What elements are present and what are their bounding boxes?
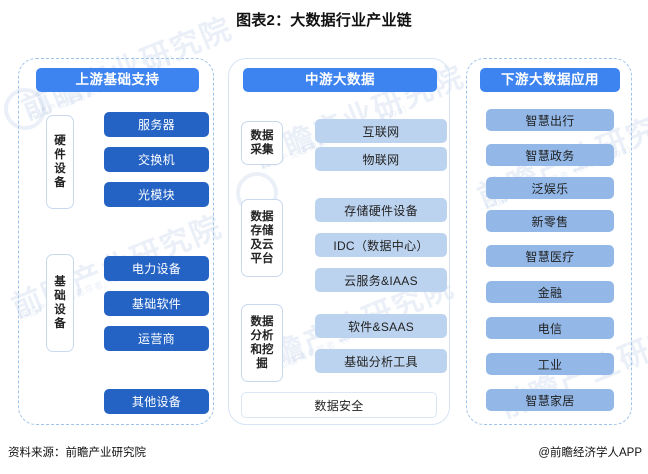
midstream-item-basic-analysis-tools[interactable]: 基础分析工具 [315,349,447,373]
group-label-hardware: 硬 件 设 备 [46,115,74,209]
group-label-data-analysis-mining: 数据 分析 和挖 掘 [241,304,283,382]
downstream-item-finance[interactable]: 金融 [486,281,614,303]
midstream-item-internet[interactable]: 互联网 [315,119,447,143]
midstream-header[interactable]: 中游大数据 [243,68,437,92]
upstream-item-basic-software[interactable]: 基础软件 [104,291,209,316]
group-label-text: 基 础 设 备 [54,276,66,330]
source-note: 资料来源：前瞻产业研究院 [8,447,146,459]
upstream-item-server[interactable]: 服务器 [104,112,209,137]
group-label-text: 数据 存储 及云 平台 [250,211,274,265]
credit-note: @前瞻经济学人APP [538,447,642,459]
upstream-item-switch[interactable]: 交换机 [104,147,209,172]
downstream-item-smart-home[interactable]: 智慧家居 [486,389,614,411]
page-title: 图表2：大数据行业产业链 [236,12,412,29]
diagram-canvas: 前瞻产业研究院 中国产业咨询领导者（0755-3399） 前瞻产业研究院 中国产… [0,12,648,430]
group-label-data-collection: 数据 采集 [241,121,283,165]
midstream-item-storage-hardware[interactable]: 存储硬件设备 [315,198,447,222]
group-label-text: 数据 分析 和挖 掘 [250,316,274,370]
midstream-item-cloud-iaas[interactable]: 云服务&IAAS [315,268,447,292]
upstream-item-power-equipment[interactable]: 电力设备 [104,256,209,281]
midstream-column: 中游大数据 数据 采集 互联网 物联网 数据 存储 及云 平台 存储硬件设备 I… [228,58,450,425]
midstream-item-idc[interactable]: IDC（数据中心） [315,233,447,257]
downstream-item-telecom[interactable]: 电信 [486,317,614,339]
group-label-text: 硬 件 设 备 [54,135,66,189]
downstream-item-new-retail[interactable]: 新零售 [486,210,614,232]
downstream-header[interactable]: 下游大数据应用 [480,68,620,92]
upstream-item-operator[interactable]: 运营商 [104,326,209,351]
midstream-item-data-security[interactable]: 数据安全 [241,392,437,418]
midstream-item-iot[interactable]: 物联网 [315,147,447,171]
group-label-infrastructure: 基 础 设 备 [46,254,74,352]
downstream-item-pan-entertainment[interactable]: 泛娱乐 [486,177,614,199]
downstream-item-smart-healthcare[interactable]: 智慧医疗 [486,245,614,267]
midstream-item-software-saas[interactable]: 软件&SAAS [315,314,447,338]
group-label-data-storage-cloud: 数据 存储 及云 平台 [241,199,283,277]
downstream-column: 下游大数据应用 智慧出行 智慧政务 泛娱乐 新零售 智慧医疗 金融 电信 工业 … [466,58,632,425]
upstream-header[interactable]: 上游基础支持 [36,68,199,92]
upstream-item-optical-module[interactable]: 光模块 [104,182,209,207]
downstream-item-smart-government[interactable]: 智慧政务 [486,144,614,166]
upstream-item-other-equipment[interactable]: 其他设备 [104,389,209,414]
downstream-item-industry[interactable]: 工业 [486,353,614,375]
upstream-column: 上游基础支持 硬 件 设 备 服务器 交换机 光模块 基 础 设 备 电力设备 … [18,58,214,425]
group-label-text: 数据 采集 [250,130,274,156]
downstream-item-smart-travel[interactable]: 智慧出行 [486,109,614,131]
